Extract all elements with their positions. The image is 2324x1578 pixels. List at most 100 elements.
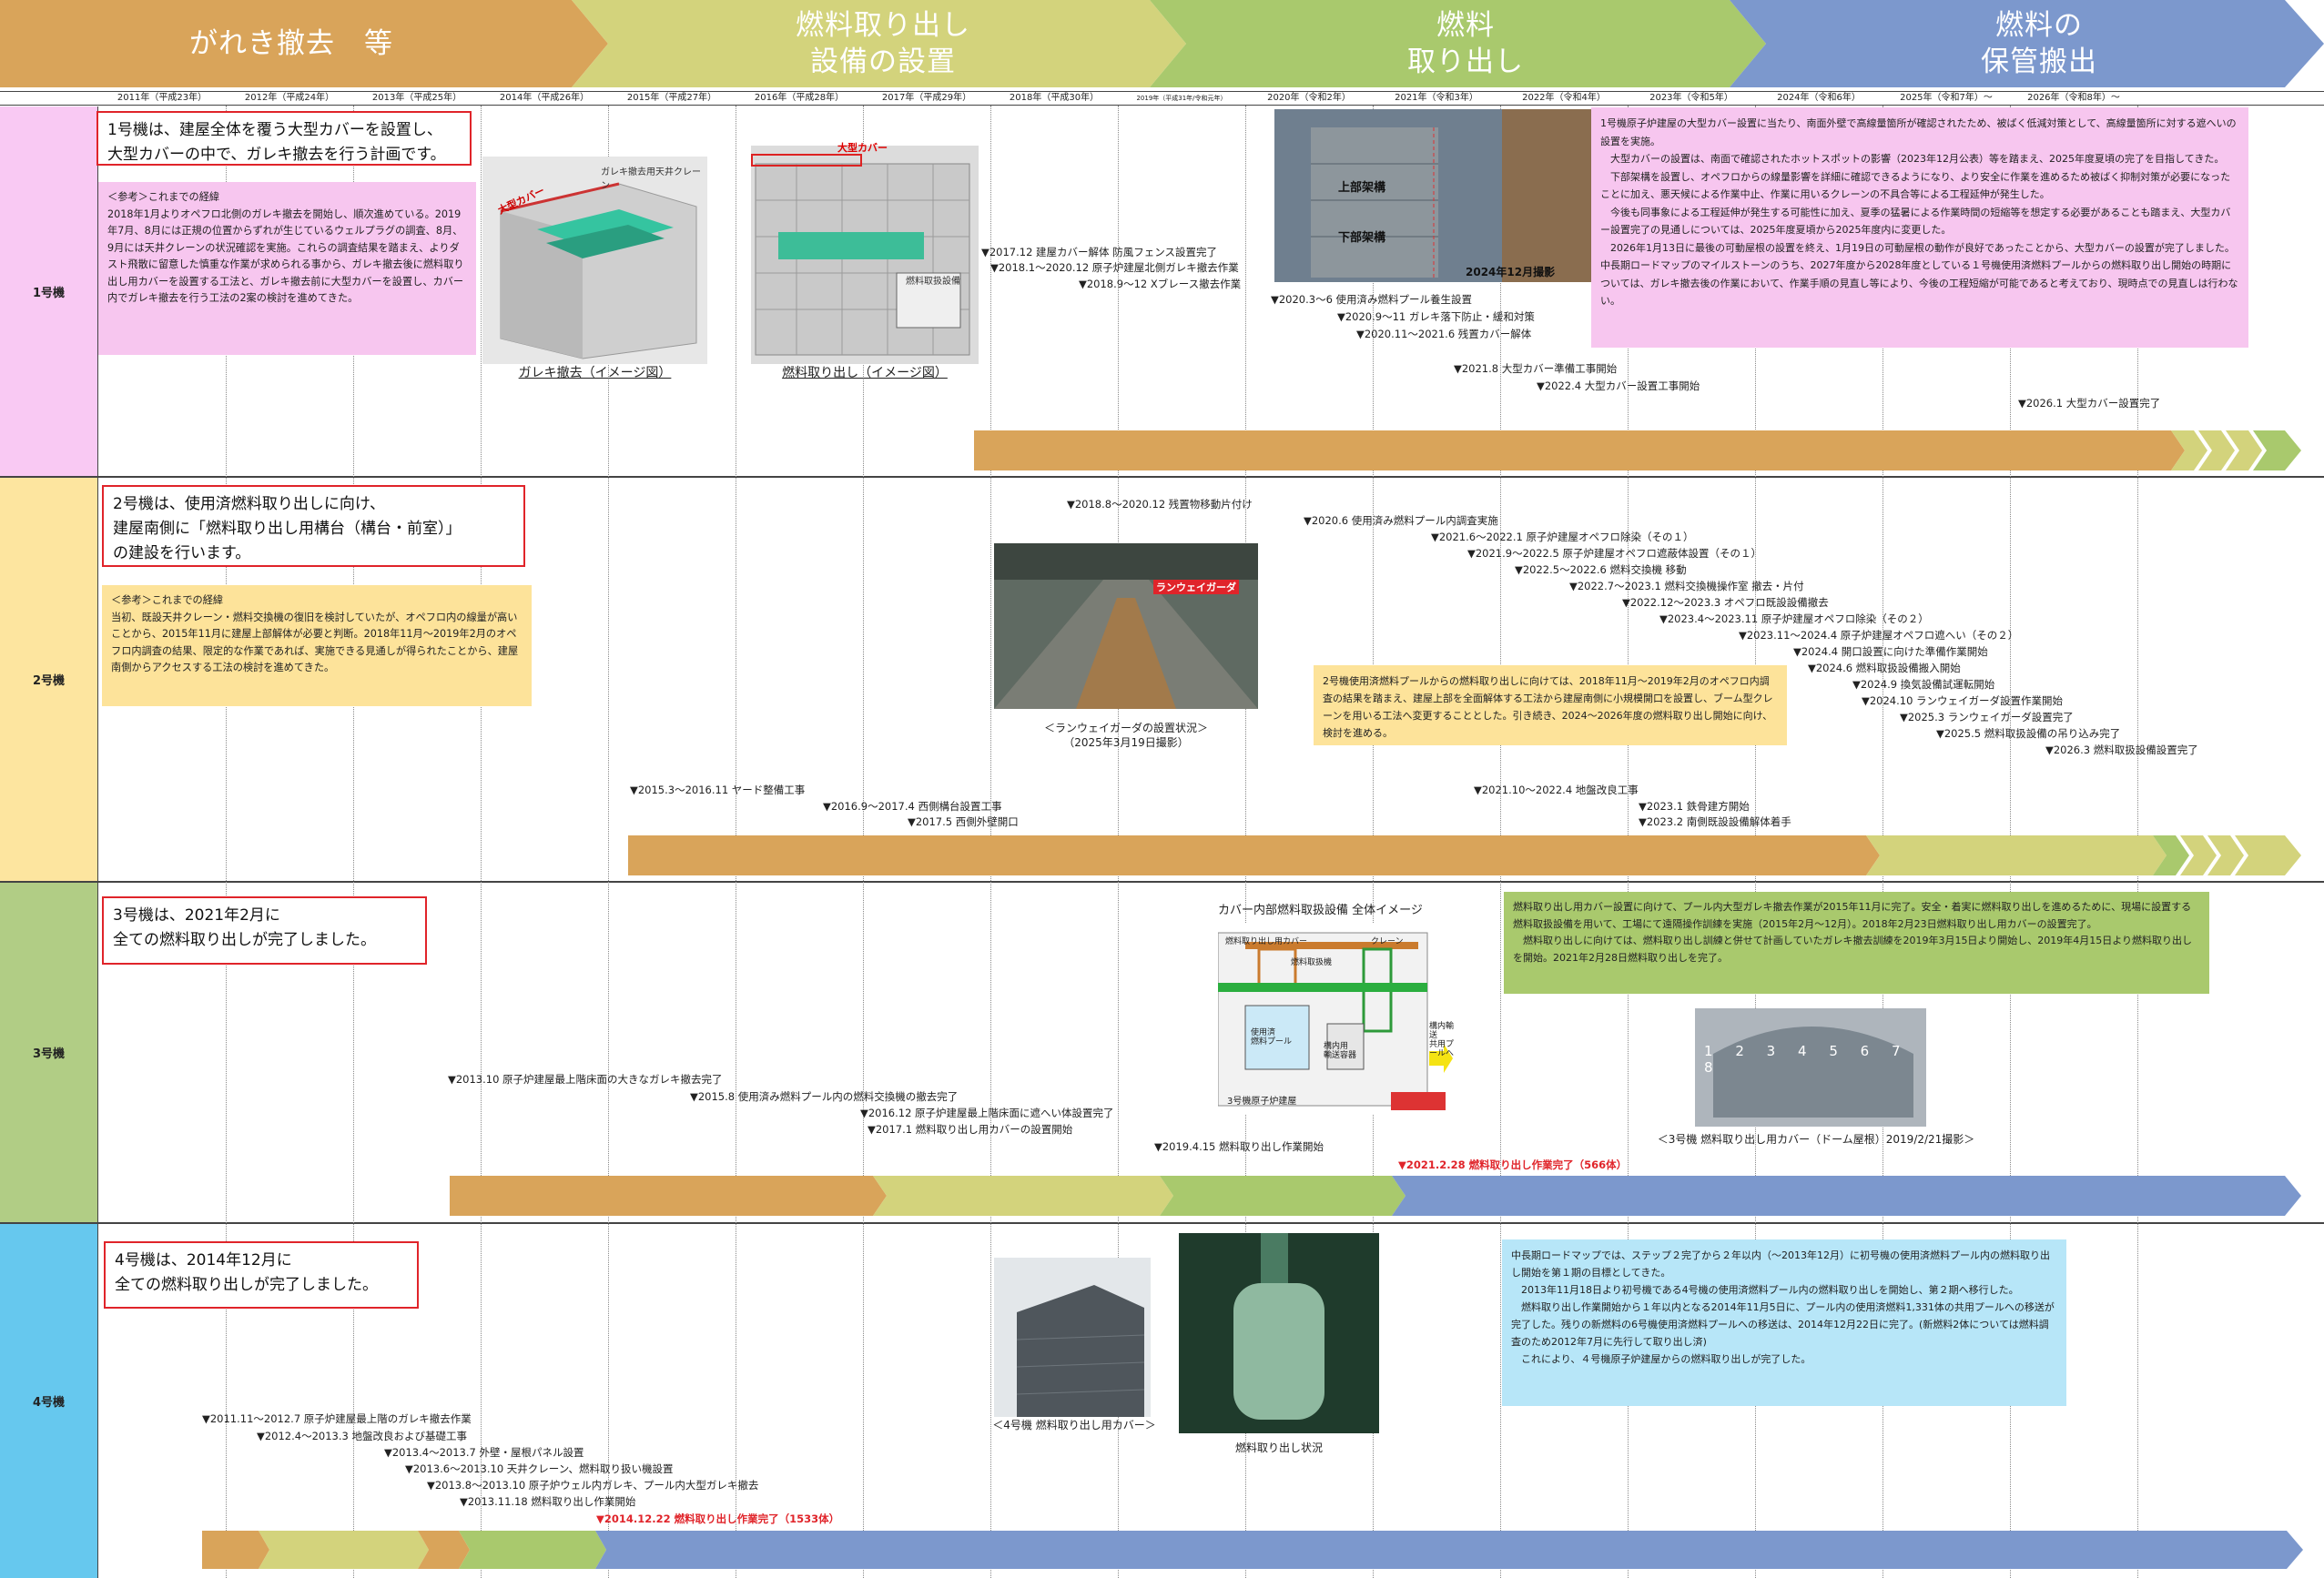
unit1-site-photo: 2024年12月撮影 (1466, 109, 1602, 282)
bar-segment-storage (595, 1531, 2303, 1569)
unit1-status-note: 1号機原子炉建屋の大型カバー設置に当たり、南面外壁で高線量箇所が確認されたため、… (1591, 107, 2248, 348)
bar-segment-setup (1866, 835, 2167, 875)
event-label: ▼2018.9～12 Xブレース撤去作業 (1079, 278, 1242, 290)
unit-row-4: 4号機 (0, 1224, 2324, 1578)
diagram-label: クレーン (1371, 937, 1404, 946)
unit3-headline: 3号機は、2021年2月に 全ての燃料取り出しが完了しました。 (102, 896, 427, 965)
bar-segment-rubble (628, 835, 1880, 875)
year-header: 2011年（平成23年） 2012年（平成24年） 2013年（平成25年） 2… (0, 91, 2324, 106)
bar-segment-chevron (2153, 835, 2189, 875)
diagram-label: 燃料取扱機 (1291, 958, 1333, 967)
event-label: ▼2014.12.22 燃料取り出し作業完了（1533体） (596, 1512, 840, 1525)
year-label: 2017年（平成29年） (881, 93, 972, 103)
unit2-method-note: 2号機使用済燃料プールからの燃料取り出しに向けては、2018年11月～2019年… (1314, 665, 1787, 745)
unit2-headline: 2号機は、使用済燃料取り出しに向け、 建屋南側に「燃料取り出し用構台（構台・前室… (102, 485, 525, 567)
year-label: 2012年（平成24年） (244, 93, 335, 103)
event-label: ▼2026.3 燃料取扱設備設置完了 (2045, 743, 2198, 756)
unit1-fuel-image: 大型カバー 燃料取扱設備 (751, 142, 979, 364)
dome-numbers: 1 2 3 4 5 6 7 8 (1704, 1043, 1926, 1076)
phase-arrow-setup (572, 0, 1186, 87)
event-label: ▼2024.6 燃料取扱設備搬入開始 (1808, 662, 1961, 674)
year-gridline (608, 106, 609, 1578)
unit3-progress-bar (450, 1176, 2301, 1216)
bar-segment-fuel (459, 1531, 606, 1569)
image-tag: 下部架構 (1338, 231, 1386, 245)
unit4-cover-caption: ＜4号機 燃料取り出し用カバー＞ (992, 1419, 1156, 1431)
phase-header: がれき撤去 等 燃料取り出し 設備の設置 燃料 取り出し 燃料の 保管搬出 (0, 0, 2324, 91)
unit1-progress-bar (974, 430, 2301, 470)
unit-row-1: 1号機 (0, 106, 2324, 478)
dome-number: 4 (1797, 1043, 1816, 1059)
unit-row-2: 2号機 (0, 478, 2324, 883)
image-tag: 燃料取扱設備 (906, 277, 960, 287)
event-label: ▼2012.4～2013.3 地盤改良および基礎工事 (257, 1430, 467, 1442)
unit1-rubble-caption: ガレキ撤去（イメージ図） (518, 366, 672, 380)
photo-placeholder (994, 543, 1258, 709)
phase-label-fuel: 燃料 取り出し (1407, 9, 1524, 78)
photo-placeholder (1695, 1008, 1926, 1127)
event-label: ▼2019.4.15 燃料取り出し作業開始 (1154, 1140, 1324, 1153)
bar-segment-chevron (2180, 835, 2217, 875)
diagram-label: 構内用 輸送容器 (1324, 1042, 1357, 1060)
photo-placeholder (1311, 127, 1438, 278)
event-label: ▼2025.5 燃料取扱設備の吊り込み完了 (1936, 727, 2121, 740)
event-label: ▼2024.4 開口設置に向けた準備作業開始 (1793, 645, 1988, 658)
bar-segment-chevron (2198, 430, 2235, 470)
bar-segment-fuel (1160, 1176, 1406, 1216)
image-tag: ランウェイガーダ (1153, 580, 1239, 594)
dome-number: 2 (1735, 1043, 1753, 1059)
unit3-diagram-title: カバー内部燃料取扱設備 全体イメージ (1218, 904, 1423, 917)
phase-arrows (0, 0, 2324, 87)
unit2-runway-photo: ランウェイガーダ (994, 543, 1258, 709)
bar-segment-chevron (2171, 430, 2207, 470)
building-illustration (500, 182, 697, 359)
bar-segment-storage (1392, 1176, 2301, 1216)
event-label: ▼2023.4～2023.11 原子炉建屋オペフロ除染（その２） (1659, 612, 1929, 625)
unit4-fuel-photo (1179, 1233, 1379, 1433)
event-label: ▼2021.10～2022.4 地盤改良工事 (1474, 784, 1639, 796)
event-label: ▼2021.8 大型カバー準備工事開始 (1454, 362, 1618, 375)
event-label: ▼2013.6～2013.10 天井クレーン、燃料取り扱い機設置 (405, 1462, 674, 1475)
event-label: ▼2022.5～2022.6 燃料交換機 移動 (1515, 563, 1687, 576)
year-label: 2018年（平成30年） (1009, 93, 1100, 103)
year-gridline (353, 106, 354, 1578)
year-label: 2022年（令和4年） (1522, 93, 1606, 103)
year-label: 2020年（令和2年） (1267, 93, 1351, 103)
bar-segment-rubble (974, 430, 2185, 470)
unit4-cover-photo (994, 1258, 1151, 1417)
dome-number: 8 (1704, 1059, 1722, 1076)
phase-label-storage: 燃料の 保管搬出 (1981, 9, 2097, 78)
event-label: ▼2022.4 大型カバー設置工事開始 (1537, 379, 1700, 392)
event-label: ▼2024.10 ランウェイガーダ設置作業開始 (1862, 694, 2064, 707)
event-label: ▼2011.11～2012.7 原子炉建屋最上階のガレキ撤去作業 (202, 1412, 472, 1425)
event-label: ▼2020.6 使用済み燃料プール内調査実施 (1304, 514, 1498, 527)
unit3-equipment-diagram: 燃料取り出し用カバー クレーン 燃料取扱機 使用済 燃料プール 構内用 輸送容器… (1217, 924, 1455, 1115)
event-label: ▼2013.8～2013.10 原子炉ウェル内ガレキ、プール内大型ガレキ撤去 (427, 1479, 759, 1492)
bar-segment-chevron (2207, 835, 2244, 875)
event-label: ▼2025.3 ランウェイガーダ設置完了 (1900, 711, 2074, 723)
event-label: ▼2020.11～2021.6 残置カバー解体 (1356, 328, 1532, 340)
event-label: ▼2013.4～2013.7 外壁・屋根パネル設置 (384, 1446, 584, 1459)
bar-segment-chevron (2226, 430, 2262, 470)
event-label: ▼2021.6～2022.1 原子炉建屋オペフロ除染（その１） (1431, 531, 1694, 543)
event-label: ▼2016.9～2017.4 西側構台設置工事 (823, 800, 1002, 813)
event-label: ▼2023.2 南側既設設備解体着手 (1639, 815, 1791, 828)
diagram-label: 燃料取り出し用カバー (1225, 937, 1308, 946)
event-label: ▼2020.9～11 ガレキ落下防止・緩和対策 (1337, 310, 1535, 323)
year-label: 2024年（令和6年） (1777, 93, 1861, 103)
event-label: ▼2013.11.18 燃料取り出し作業開始 (460, 1495, 636, 1508)
unit1-history-note: ＜参考＞これまでの経緯 2018年1月よりオペフロ北側のガレキ撤去を開始し、順次… (98, 182, 476, 355)
building-illustration (751, 154, 970, 356)
phase-label-setup: 燃料取り出し 設備の設置 (796, 9, 970, 78)
year-label: 2026年（令和8年）～ (2027, 93, 2120, 103)
dome-number: 5 (1829, 1043, 1847, 1059)
event-label: ▼2017.5 西側外壁開口 (908, 815, 1019, 828)
event-label: ▼2022.12～2023.3 オペフロ既設設備撤去 (1622, 596, 1829, 609)
image-tag: 上部架構 (1338, 181, 1386, 195)
unit4-fuel-caption: 燃料取り出し状況 (1234, 1441, 1323, 1454)
event-label: ▼2023.11～2024.4 原子炉建屋オペフロ遮へい（その２） (1739, 629, 2019, 642)
dome-number: 7 (1891, 1043, 1910, 1059)
unit-label: 4号機 (0, 1224, 98, 1578)
year-gridline (481, 106, 482, 1578)
unit-row-3: 3号機 (0, 883, 2324, 1224)
